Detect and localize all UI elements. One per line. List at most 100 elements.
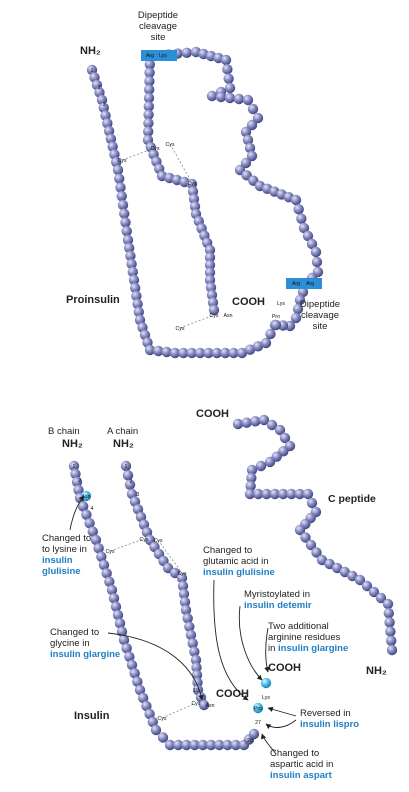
residue-cys: Cys	[176, 326, 185, 332]
insulin-lys-bead	[260, 677, 272, 689]
b-chain-bead	[173, 739, 184, 751]
disulfide-bond	[157, 539, 183, 574]
proinsulin-bead	[297, 286, 309, 298]
c-peptide-bead	[354, 574, 366, 586]
proinsulin-bead	[144, 67, 155, 79]
proinsulin-bead	[204, 244, 216, 256]
proinsulin-bead	[133, 306, 144, 318]
b-chain-bead	[106, 584, 118, 596]
b-chain-bead	[126, 659, 138, 671]
b-chain-label: B chain	[48, 426, 80, 437]
residue-pro: Pro	[254, 706, 262, 712]
c-peptide-bead	[277, 488, 289, 500]
a-chain-bead	[189, 646, 200, 657]
a-chain-bead	[178, 588, 190, 600]
c-peptide-bead	[386, 635, 397, 646]
proinsulin-bead	[194, 347, 206, 359]
c-peptide-bead	[258, 414, 270, 426]
proinsulin-bead	[132, 298, 143, 310]
c-peptide-bead	[368, 586, 380, 598]
proinsulin-bead	[114, 173, 125, 184]
proinsulin-bead	[211, 347, 223, 359]
b-chain-bead	[90, 534, 102, 546]
arrow-glulisine-b29	[213, 579, 249, 701]
c-peptide-bead	[246, 472, 257, 484]
proinsulin-bead	[144, 344, 156, 356]
proinsulin-bead	[311, 256, 323, 268]
c-peptide-bead	[361, 580, 373, 592]
b-chain-bead	[189, 739, 200, 751]
b-chain-bead	[134, 684, 146, 696]
annotation-arrows	[69, 495, 297, 755]
c-peptide-bead	[294, 524, 306, 536]
residue-cys: Cys	[118, 158, 127, 164]
a-chain-bead	[180, 604, 192, 616]
proinsulin-bead	[116, 191, 127, 202]
c-peptide-bead	[274, 424, 286, 436]
a-chain-bead	[120, 460, 132, 472]
c-peptide-bead	[269, 488, 281, 500]
residue-arg: Arg	[146, 53, 154, 59]
proinsulin-bead	[102, 118, 113, 129]
b-chain-bead	[84, 518, 95, 529]
b-chain-bead	[181, 739, 192, 751]
c-peptide-bead	[385, 626, 396, 637]
residue-cys: Cys	[210, 313, 219, 319]
proinsulin-bead	[112, 164, 124, 176]
b-chain-bead	[121, 643, 132, 654]
proinsulin-bead	[208, 304, 220, 316]
proinsulin-bead	[143, 109, 154, 121]
proinsulin-bead	[203, 347, 214, 359]
residue-cys: Cys	[178, 571, 187, 577]
b-chain-cooh: COOH	[268, 662, 301, 674]
proinsulin-bead	[246, 150, 258, 162]
proinsulin-bead	[292, 303, 304, 315]
arrow-aspart	[260, 733, 277, 755]
proinsulin-bead	[143, 101, 154, 112]
a-chain-label: A chain	[107, 426, 139, 437]
callout-aspart: Changed to aspartic acid in insulin aspa…	[270, 748, 334, 781]
proinsulin-bead	[270, 319, 282, 331]
b-chain-bead	[114, 618, 126, 629]
proinsulin-bead	[293, 204, 304, 215]
b-chain-bead	[132, 676, 143, 687]
b-chain-bead	[118, 634, 130, 646]
arrow-detemir	[238, 605, 263, 681]
a-chain-bead	[191, 669, 203, 681]
c-peptide-bead	[264, 456, 276, 468]
c-peptide-bead	[384, 617, 395, 628]
c-peptide-bead	[311, 547, 322, 558]
c-peptide-cooh: COOH	[196, 408, 229, 420]
a-chain-bead	[124, 479, 136, 490]
b-chain-bead	[144, 708, 155, 720]
proinsulin-nh2: NH₂	[80, 45, 101, 57]
proinsulin-bead	[204, 267, 216, 278]
proinsulin-bead	[122, 234, 134, 246]
b-chain-bead	[157, 732, 169, 743]
a-chain-bead	[187, 638, 198, 649]
proinsulin-bead	[178, 347, 189, 359]
proinsulin-bead	[181, 47, 192, 58]
proinsulin-cooh: COOH	[232, 296, 265, 308]
proinsulin-bead	[290, 194, 302, 206]
arrow-two-arg	[264, 627, 270, 673]
proinsulin-bead	[143, 126, 154, 137]
b-chain-bead	[112, 609, 124, 621]
b-chain-bead	[93, 543, 104, 554]
proinsulin-bead	[296, 213, 307, 224]
residue-1: 1	[91, 68, 94, 74]
residue-19: 19	[193, 688, 199, 694]
proinsulin-bead	[127, 266, 138, 278]
c-peptide-bead	[266, 419, 278, 431]
b-chain-bead	[197, 739, 209, 751]
c-peptide-bead	[250, 416, 261, 427]
c-peptide-label: C peptide	[328, 493, 376, 505]
b-chain-bead	[147, 716, 158, 728]
c-peptide-bead	[246, 464, 258, 476]
proinsulin-bead	[128, 274, 140, 286]
b-chain-bead	[87, 526, 99, 537]
proinsulin-bead	[246, 119, 258, 131]
a-residue-1: 1	[125, 464, 128, 470]
residue-pro: Pro	[272, 314, 280, 320]
b-residue-1: 1	[73, 464, 76, 470]
